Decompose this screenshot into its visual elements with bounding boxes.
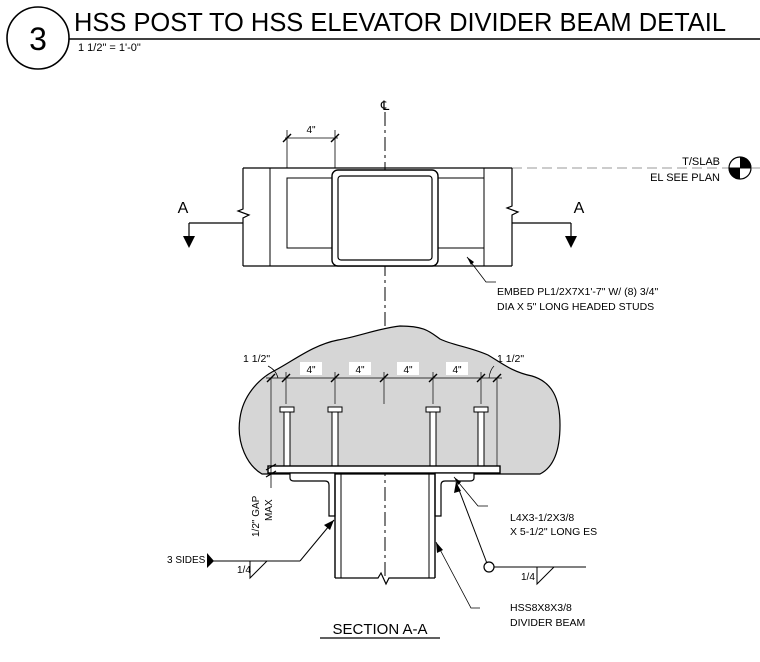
- plan-dim-label: 4": [306, 125, 316, 136]
- edge-dimension-left: 1 1/2": [243, 353, 279, 379]
- stud-spacing-2: 4": [355, 365, 365, 376]
- weld-symbol-right: 1/4: [454, 481, 586, 586]
- beam-note-line1: HSS8X8X3/8: [510, 602, 572, 614]
- angles: [289, 472, 475, 517]
- gap-note-line1: 1/2" GAP: [251, 495, 262, 537]
- angle-callout: L4X3-1/2X3/8 X 5-1/2" LONG ES: [453, 476, 597, 538]
- edge-dim-left-label: 1 1/2": [243, 353, 270, 365]
- section-view: 4" 4" 4" 4" 1 1/2" 1 1/2": [167, 325, 597, 639]
- beam-callout: HSS8X8X3/8 DIVIDER BEAM: [435, 541, 585, 629]
- angle-note-line1: L4X3-1/2X3/8: [510, 512, 574, 524]
- section-mark-right: A: [512, 200, 585, 248]
- hss-divider-beam: [334, 473, 436, 586]
- elevation-label-line1: T/SLAB: [682, 156, 720, 168]
- embed-note-line2: DIA X 5" LONG HEADED STUDS: [497, 301, 654, 313]
- embed-note-line1: EMBED PL1/2X7X1'-7" W/ (8) 3/4": [497, 286, 658, 298]
- weld-symbol-left: 3 SIDES 1/4: [167, 519, 335, 580]
- elevation-target-icon: [728, 156, 752, 180]
- elevation-marker: T/SLAB EL SEE PLAN: [650, 156, 752, 184]
- elevation-label-line2: EL SEE PLAN: [650, 172, 720, 184]
- weld-left-size: 1/4: [237, 565, 251, 576]
- stud-spacing-labels: 4" 4" 4" 4": [300, 362, 468, 376]
- section-dimension-ticks: [266, 373, 502, 383]
- title-block: 3 HSS POST TO HSS ELEVATOR DIVIDER BEAM …: [6, 6, 760, 70]
- section-title: SECTION A-A: [320, 621, 440, 639]
- hss-post-plan: [331, 169, 439, 267]
- gap-dimension: 1/2" GAP MAX: [251, 463, 277, 537]
- section-mark-left-letter: A: [178, 200, 189, 217]
- gap-note-line2: MAX: [264, 499, 275, 521]
- detail-number-bubble: [6, 6, 70, 70]
- section-title-text: SECTION A-A: [332, 621, 427, 638]
- plan-dimension: 4": [282, 125, 340, 168]
- edge-dim-right-label: 1 1/2": [497, 353, 524, 365]
- centerline-symbol: ℄: [380, 98, 390, 113]
- weld-left-note: 3 SIDES: [167, 555, 206, 566]
- stud-spacing-1: 4": [306, 365, 316, 376]
- detail-number: 3: [29, 21, 47, 57]
- angle-note-line2: X 5-1/2" LONG ES: [510, 526, 597, 538]
- section-mark-left: A: [178, 200, 243, 248]
- stud-spacing-4: 4": [452, 365, 462, 376]
- detail-scale: 1 1/2" = 1'-0": [78, 42, 141, 54]
- beam-note-line2: DIVIDER BEAM: [510, 617, 585, 629]
- embed-plate-callout: EMBED PL1/2X7X1'-7" W/ (8) 3/4" DIA X 5"…: [466, 256, 658, 313]
- detail-title: HSS POST TO HSS ELEVATOR DIVIDER BEAM DE…: [74, 9, 726, 37]
- stud-spacing-3: 4": [403, 365, 413, 376]
- edge-dimension-right: 1 1/2": [488, 353, 524, 379]
- plan-view: 4" A A: [178, 125, 760, 313]
- embed-plate: [267, 465, 501, 474]
- weld-right-size: 1/4: [521, 572, 535, 583]
- section-mark-right-letter: A: [574, 200, 585, 217]
